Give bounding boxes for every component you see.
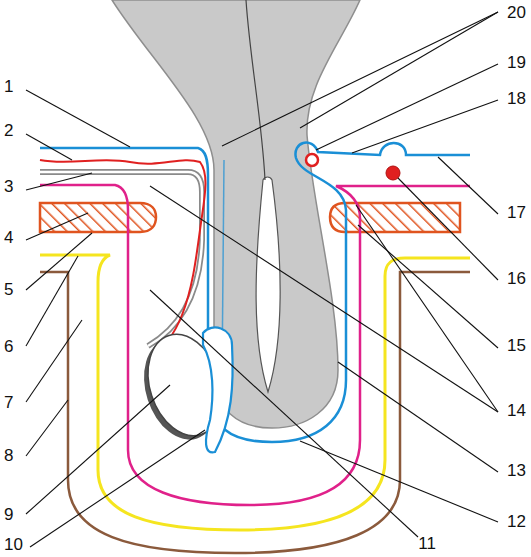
blue-layer [40,143,470,442]
callout-number: 15 [507,337,526,354]
callout-number: 14 [507,402,526,419]
callout-number: 7 [4,394,13,411]
callout-number: 9 [4,506,13,523]
testicular-vessel [40,160,205,356]
callout-number: 4 [4,229,13,246]
callout-number: 16 [507,270,526,287]
cord-division [246,0,265,180]
vas-deferens [40,172,202,346]
callout-number: 13 [507,462,526,479]
callout-number: 3 [4,178,13,195]
callout-number: 12 [507,513,526,530]
callout-number: 19 [507,54,526,71]
callout-number: 8 [4,447,13,464]
callout-number: 1 [4,78,13,95]
open-vessel [306,154,318,166]
epididymis [203,327,233,452]
callout-number: 18 [507,90,526,107]
callout-number: 20 [507,4,526,21]
cord-slit [256,177,280,392]
vas-deferens-lumen [40,172,202,346]
callout-number: 17 [507,204,526,221]
callout-number: 2 [4,122,13,139]
callout-number: 6 [4,338,13,355]
leader-lines [26,12,498,547]
filled-vessel [386,166,400,180]
callout-number: 10 [4,536,23,553]
hatched-band-right [330,203,460,232]
callout-number: 5 [4,281,13,298]
callout-number: 11 [418,535,436,552]
hatched-band-left [40,203,156,232]
